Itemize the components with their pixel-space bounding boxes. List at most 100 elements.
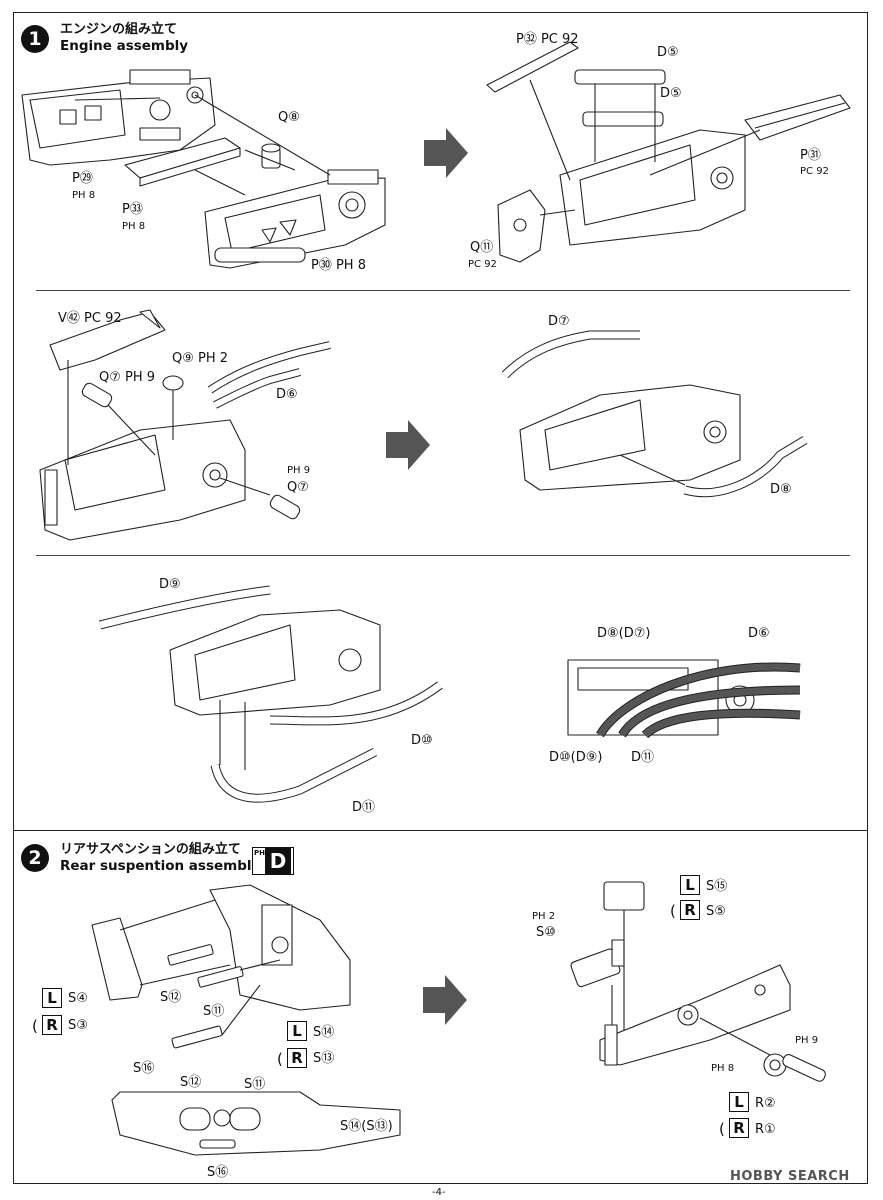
part-s11 [197, 966, 244, 988]
part-s4 [91, 917, 143, 1001]
label-r1: R① [755, 1122, 776, 1137]
label-q11: Q⑪ [470, 240, 494, 255]
paint-pd-letter: D [265, 848, 291, 874]
label-d6: D⑥ [276, 387, 298, 402]
label-ph9: PH 9 [287, 465, 311, 476]
left-side-box-s4: L [42, 988, 62, 1008]
label-s5: S⑤ [706, 904, 726, 919]
next-arrow-3 [423, 975, 467, 1025]
label-exhaust-d10-d9: D⑩(D⑨) [549, 750, 603, 765]
left-side-box-s14: L [287, 1021, 307, 1041]
page-number: -4- [432, 1187, 446, 1198]
label-p29: P㉙ [72, 171, 93, 186]
part-p29-block [21, 69, 216, 166]
label-bottom-s12: S⑫ [180, 1075, 202, 1090]
part-p33-plate [124, 137, 241, 187]
label-exhaust-d11: D⑪ [631, 750, 655, 765]
label-s4: S④ [68, 991, 88, 1006]
right-side-box-s3: R [42, 1015, 62, 1035]
step-2-badge: 2 [21, 844, 49, 872]
left-side-box-r2: L [729, 1092, 749, 1112]
rear-frame [209, 884, 351, 1011]
divider-3 [13, 830, 868, 831]
paren-open-s5: ( [670, 902, 676, 920]
label-ph9-b: PH 9 [795, 1035, 819, 1046]
engine-assembled-2 [519, 384, 741, 491]
label-v42: V㊷ PC 92 [58, 311, 122, 326]
page-frame [13, 12, 868, 1184]
label-pc92-b: PC 92 [468, 259, 497, 270]
label-ph2: PH 2 [532, 911, 556, 922]
next-arrow-2 [386, 420, 430, 470]
part-s10 [570, 939, 625, 988]
part-q7a [81, 382, 113, 408]
part-s12 [167, 944, 214, 966]
rear-upright [599, 964, 791, 1066]
label-ph8-c: PH 8 [711, 1063, 735, 1074]
engine-assembled-3 [169, 609, 381, 716]
right-side-box-r1: R [729, 1118, 749, 1138]
paren-open-s13: ( [277, 1050, 283, 1068]
step-2-title-jp: リアサスペンションの組み立て [60, 842, 241, 857]
watermark: HOBBY SEARCH [730, 1169, 850, 1184]
paren-open-r1: ( [719, 1120, 725, 1138]
part-p30-block [204, 169, 386, 269]
divider-2 [36, 555, 850, 556]
step-2-title: リアサスペンションの組み立て Rear suspention assembly [60, 842, 260, 874]
part-q9 [162, 375, 184, 391]
paren-open-s3: ( [32, 1017, 38, 1035]
label-d5a: D⑤ [657, 45, 679, 60]
label-d5b: D⑤ [660, 86, 682, 101]
left-side-box-s15: L [680, 875, 700, 895]
paint-pd-badge: PH D [252, 847, 294, 875]
label-r2: R② [755, 1096, 776, 1111]
label-s10: S⑩ [536, 925, 556, 940]
part-d6-pipe [207, 341, 331, 409]
rear-frame-bottom [111, 1091, 401, 1156]
label-q7b: Q⑦ [287, 480, 309, 495]
part-q8 [261, 143, 281, 169]
part-r2 [763, 1053, 826, 1082]
paint-pd-prefix: PH [254, 849, 265, 857]
label-s3: S③ [68, 1018, 88, 1033]
label-q8: Q⑧ [278, 110, 300, 125]
right-side-box-s13: R [287, 1048, 307, 1068]
label-s15: S⑮ [706, 879, 728, 894]
divider-1 [36, 290, 850, 291]
part-s16 [171, 1025, 223, 1049]
right-side-box-s5: R [680, 900, 700, 920]
step-1-title-jp: エンジンの組み立て [60, 22, 178, 37]
step-1-title: エンジンの組み立て Engine assembly [60, 22, 188, 54]
label-p33: P㉝ [122, 202, 143, 217]
next-arrow-1 [424, 128, 468, 178]
label-bottom-s16: S⑯ [207, 1165, 229, 1180]
label-d11: D⑪ [352, 800, 376, 815]
step-2-title-en: Rear suspention assembly [60, 858, 261, 874]
label-d9: D⑨ [159, 577, 181, 592]
label-s11: S⑪ [203, 1004, 225, 1019]
label-ph8-a: PH 8 [72, 190, 96, 201]
label-p30: P㉚ PH 8 [311, 258, 366, 273]
step-1-badge: 1 [21, 25, 49, 53]
part-s15 [603, 881, 645, 911]
label-q7a: Q⑦ PH 9 [99, 370, 156, 385]
label-s13: S⑬ [313, 1051, 335, 1066]
part-q7b [269, 494, 301, 520]
label-bottom-s11: S⑪ [244, 1077, 266, 1092]
label-d7: D⑦ [548, 314, 570, 329]
label-s14: S⑭ [313, 1025, 335, 1040]
label-exhaust-d8-d7: D⑧(D⑦) [597, 626, 651, 641]
label-q9: Q⑨ PH 2 [172, 351, 229, 366]
label-p32: P㉜ PC 92 [516, 32, 579, 47]
engine-block-2 [39, 419, 246, 541]
label-bottom-s14-s13: S⑭(S⑬) [340, 1119, 393, 1134]
engine-assembled-1 [486, 41, 851, 263]
label-s12: S⑫ [160, 990, 182, 1005]
label-s16: S⑯ [133, 1061, 155, 1076]
label-p31: P㉛ [800, 148, 821, 163]
label-pc92-a: PC 92 [800, 166, 829, 177]
label-ph8-b: PH 8 [122, 221, 146, 232]
label-d8: D⑧ [770, 482, 792, 497]
part-v42 [49, 309, 166, 371]
label-d10: D⑩ [411, 733, 433, 748]
